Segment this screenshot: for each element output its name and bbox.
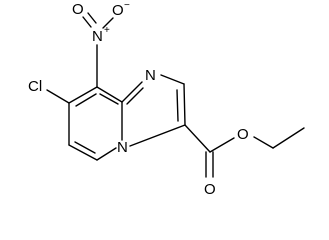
bond-c5-c6 bbox=[68, 144, 98, 161]
bond-n1-c2 bbox=[160, 74, 185, 85]
bond-c5-c6-inner bbox=[74, 141, 96, 154]
bond-c8a-n1-inner bbox=[126, 87, 144, 105]
pyridine-ring bbox=[68, 86, 123, 161]
bond-c8a-n1 bbox=[121, 81, 143, 103]
bridgehead-nitrogen-label: N bbox=[117, 139, 128, 156]
carbonyl-oxygen-label: O bbox=[204, 181, 216, 197]
ethyl-ester bbox=[184, 124, 305, 178]
chemical-structure: N + O O − Cl N N O O bbox=[28, 0, 305, 197]
imidazole-ring bbox=[121, 74, 186, 147]
chlorine-label: Cl bbox=[28, 78, 42, 95]
bond-nitro-n-o-left-a bbox=[82, 16, 92, 28]
bond-nitro-n-o-left-b bbox=[87, 12, 97, 24]
nitro-oxygen-charge: − bbox=[124, 0, 130, 11]
bond-c7-c8-inner bbox=[75, 93, 97, 107]
nitro-oxygen-left-label: O bbox=[72, 1, 84, 18]
bond-n4-c5 bbox=[96, 147, 117, 161]
bond-carbonyl-c-ester-o bbox=[209, 137, 235, 153]
bond-c8-c8a bbox=[96, 86, 123, 103]
ester-oxygen-label: O bbox=[237, 126, 249, 143]
bond-ester-o-ch2 bbox=[253, 136, 274, 149]
imidazole-nitrogen-label: N bbox=[145, 67, 156, 84]
bond-c2-c3 bbox=[183, 83, 186, 126]
bond-c7-c8 bbox=[68, 86, 98, 104]
nitro-oxygen-right-label: O bbox=[112, 2, 124, 19]
bond-nitro-n-o-right bbox=[102, 17, 114, 29]
bond-c3-n4 bbox=[129, 124, 186, 147]
bond-c8-c8a-inner bbox=[99, 93, 119, 105]
bond-c2-c3-inner bbox=[176, 89, 179, 122]
bond-c3-carbonyl-c bbox=[184, 124, 211, 153]
nitro-nitrogen-label: N bbox=[92, 28, 103, 45]
nitro-nitrogen-charge: + bbox=[104, 25, 110, 36]
bond-ch2-ch3 bbox=[272, 127, 305, 149]
bond-c7-cl bbox=[46, 89, 70, 104]
nitro-group bbox=[82, 12, 114, 88]
